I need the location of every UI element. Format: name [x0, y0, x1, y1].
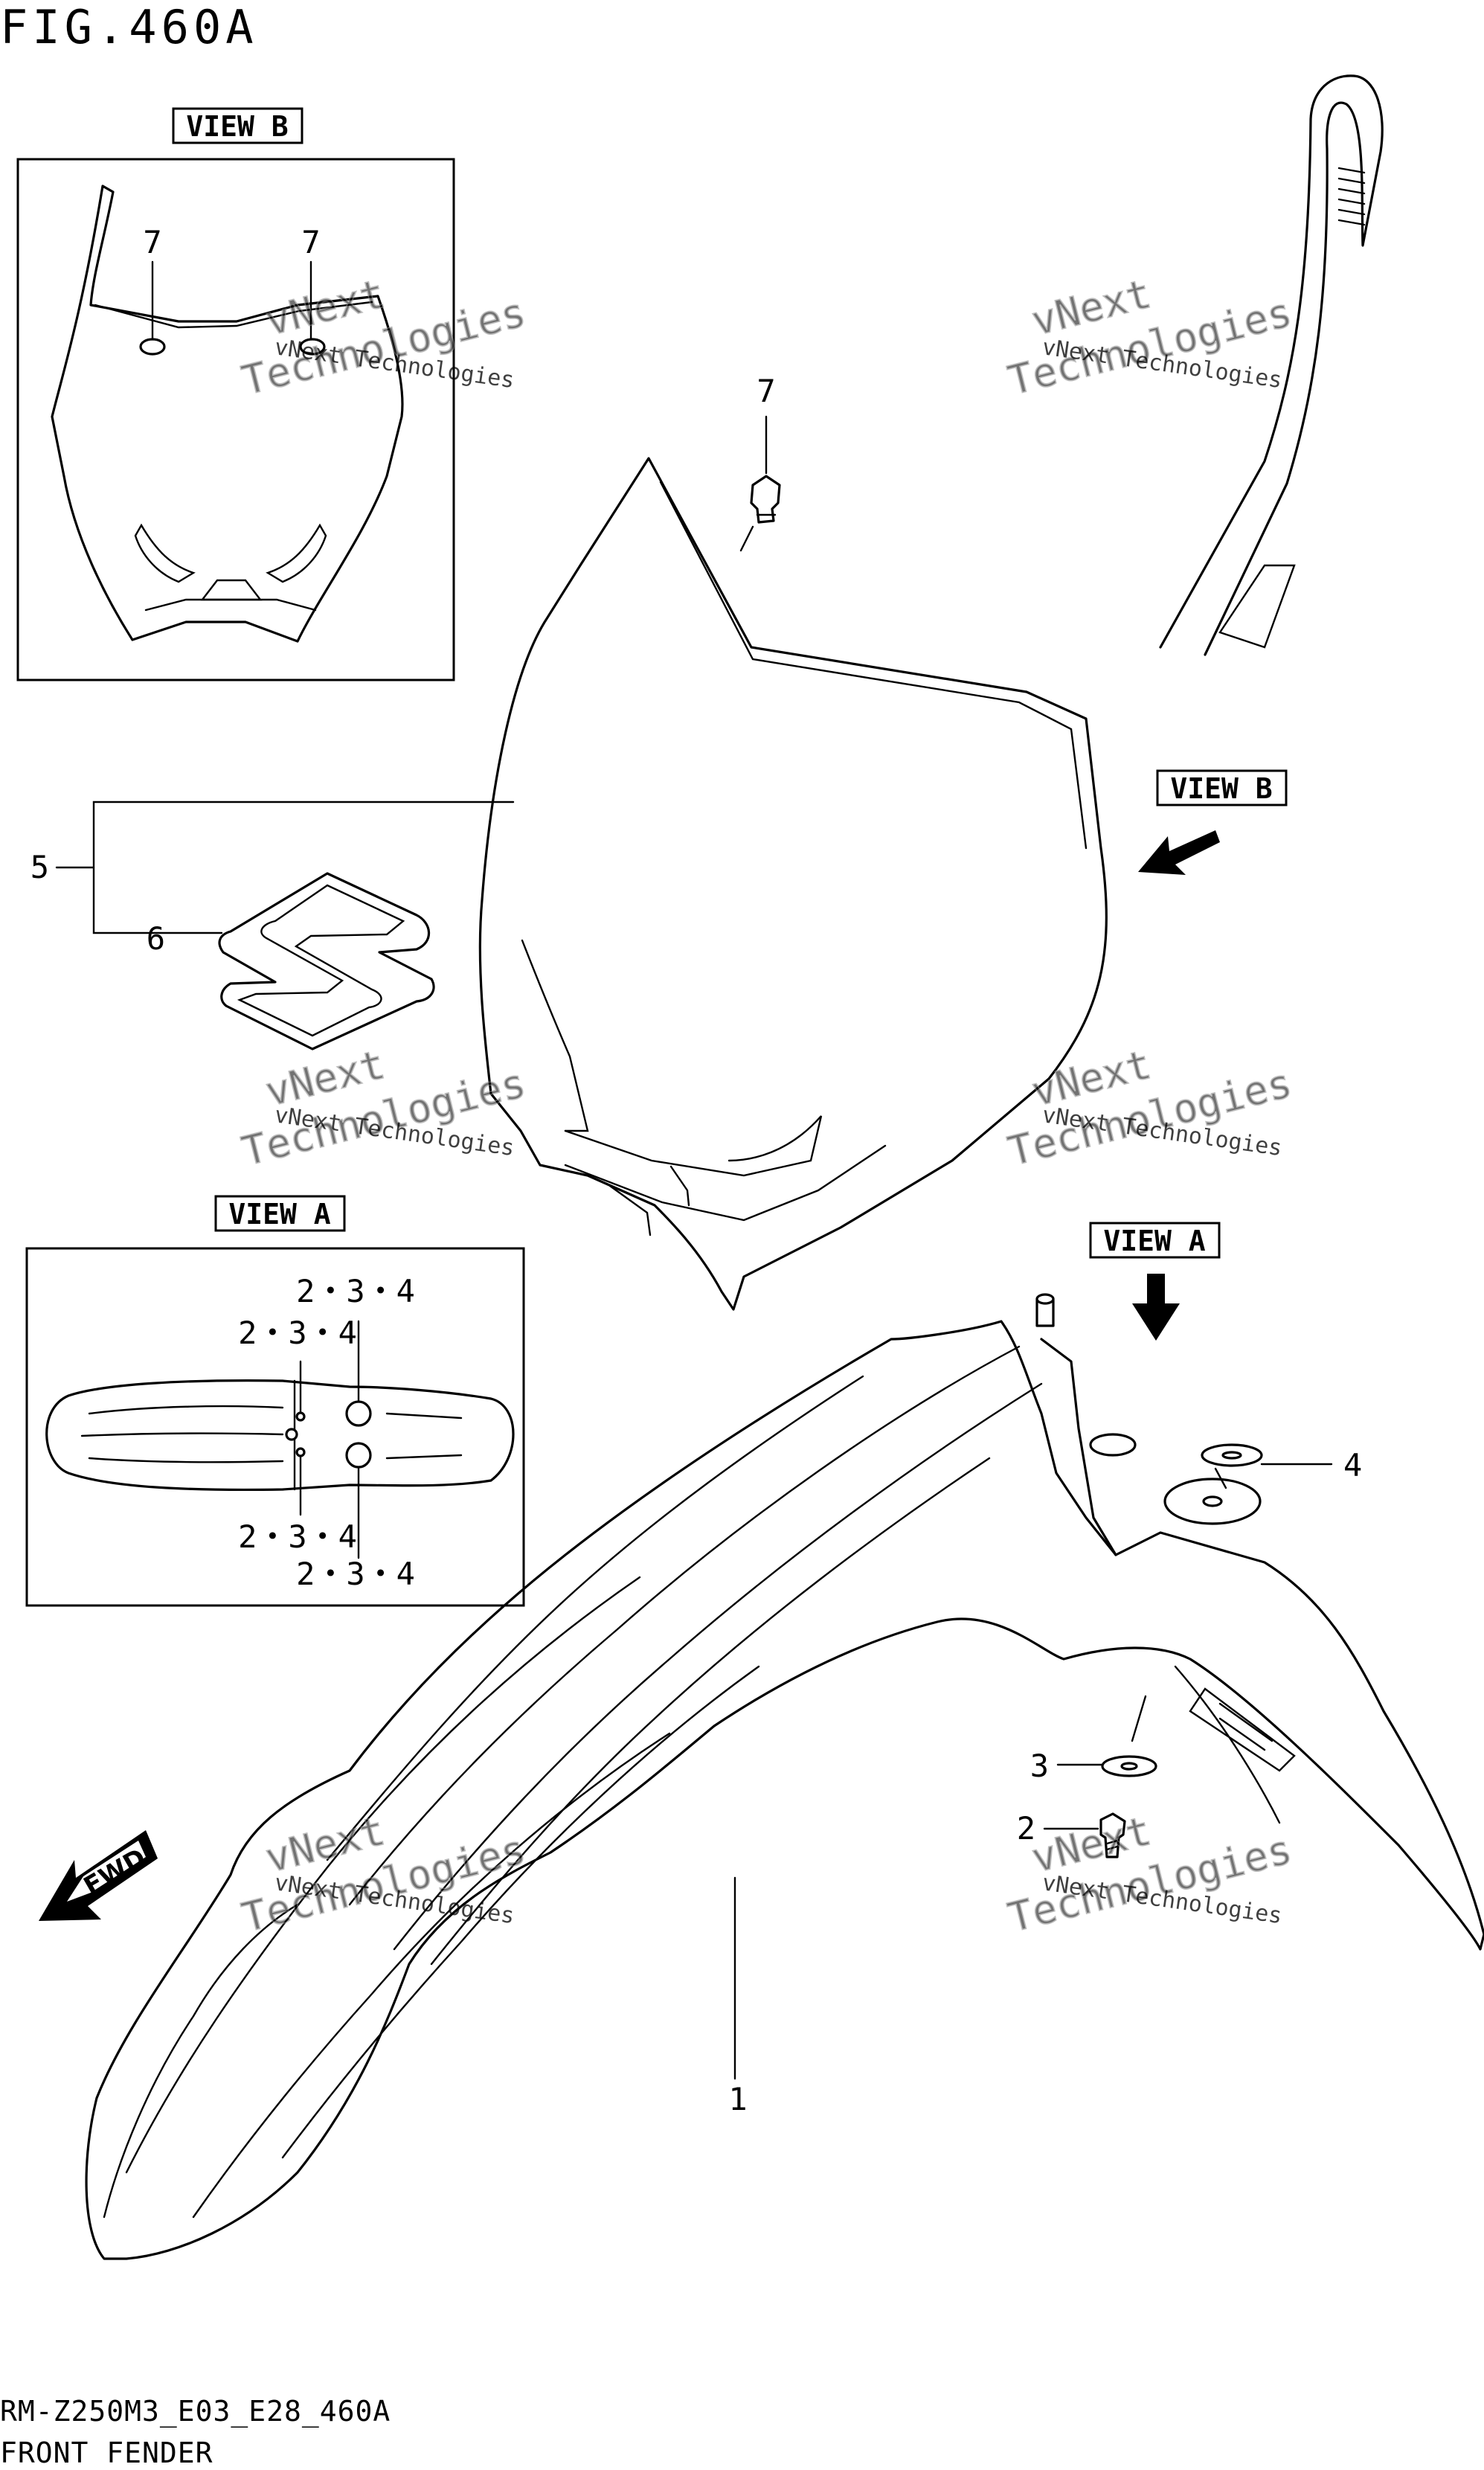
view-a-callout-bottom-left: 2・3・4	[238, 1518, 357, 1555]
emblem-inner	[237, 884, 405, 1037]
part-1-callout: 1	[728, 1876, 748, 2117]
part-4-cushion-hole	[1221, 1451, 1242, 1460]
view-b-pointer: VIEW B	[1138, 769, 1288, 875]
view-b-inset: VIEW B 7 7	[16, 107, 455, 681]
view-b-plate-inner-right	[266, 523, 327, 583]
number-plate-strap-grip	[1337, 167, 1366, 226]
view-b-callout-7-right: 7	[301, 224, 320, 260]
part-7-axis	[739, 525, 754, 552]
view-a-pointer-label: VIEW A	[1103, 1225, 1205, 1257]
front-fender	[85, 1293, 1484, 2260]
callout-5: 5	[30, 849, 49, 885]
view-a-fender-rib-1	[88, 1405, 284, 1415]
number-plate-strap-slot	[1218, 564, 1296, 649]
front-fender-tongue	[1040, 1338, 1117, 1556]
part-3-washer: 3	[1030, 1695, 1157, 1784]
front-fender-post-cap	[1035, 1293, 1055, 1305]
view-b-plate-rim	[94, 301, 373, 329]
view-a-callout-top-left: 2・3・4	[238, 1315, 357, 1351]
front-fender-vent-outer	[1189, 1687, 1296, 1772]
emblem-outer	[218, 872, 435, 1050]
view-a-cushion-lower	[345, 1442, 372, 1469]
bracket-5-6	[92, 801, 515, 934]
front-fender-rib-1	[348, 1345, 1021, 1906]
part-4-axis	[1214, 1467, 1227, 1489]
view-a-callout-bottom-right: 2・3・4	[296, 1556, 415, 1592]
part-3-washer-hole	[1120, 1762, 1138, 1771]
view-a-fender-rib-2	[80, 1432, 284, 1437]
view-b-plate-inner-left	[134, 523, 196, 583]
view-a-callout-top-right: 2・3・4	[296, 1273, 415, 1309]
view-b-plate-outline	[51, 185, 404, 643]
view-a-cushion-upper	[345, 1400, 372, 1427]
view-b-pointer-label: VIEW B	[1170, 772, 1272, 805]
view-a-bolt-hole	[285, 1428, 298, 1441]
number-plate-left-edge	[521, 939, 589, 1132]
callout-7: 7	[757, 373, 775, 409]
callout-6: 6	[147, 920, 165, 957]
view-a-frame	[25, 1247, 525, 1607]
part-4-cushion: 4	[1201, 1443, 1362, 1489]
view-b-frame	[16, 158, 455, 681]
part-2-bolt-thread	[1105, 1839, 1119, 1851]
number-plate-rim	[659, 481, 1088, 850]
view-b-nut-right	[299, 338, 326, 356]
view-a-label: VIEW A	[228, 1198, 330, 1231]
view-b-callout-7-left: 7	[143, 224, 161, 260]
number-plate-bottom-fold	[564, 1115, 823, 1177]
view-b-label-box	[172, 107, 303, 144]
view-b-nut-left	[139, 338, 166, 356]
view-a-inset: VIEW A 2・3・4 2・3・4 2・3・4 2・3・4	[25, 1195, 525, 1607]
view-a-hole-upper	[295, 1411, 306, 1422]
number-plate-strap	[1159, 74, 1384, 656]
part-3-axis	[1131, 1695, 1147, 1742]
view-a-hole-lower	[295, 1447, 306, 1457]
front-fender-boss-rear-hole	[1202, 1495, 1223, 1507]
front-fender-rib-6	[281, 1665, 760, 2159]
view-a-fender-rib-4	[385, 1412, 463, 1460]
part-2-bolt: 2	[1017, 1810, 1126, 1858]
view-b-plate-bottom	[144, 598, 317, 612]
front-fender-vent-inner	[1218, 1702, 1273, 1751]
number-plate-outline	[478, 457, 1108, 1311]
view-a-pointer: VIEW A	[1089, 1222, 1221, 1341]
front-fender-rib-4	[430, 1457, 991, 1966]
view-a-pointer-box	[1089, 1222, 1221, 1259]
front-fender-side-crease	[1174, 1665, 1281, 1824]
front-fender-boss-front	[1089, 1433, 1137, 1457]
callout-3: 3	[1030, 1748, 1049, 1784]
front-fender-rib-2	[393, 1382, 1043, 1951]
part-2-bolt-shape	[1099, 1812, 1126, 1858]
figure-title: FIG.460A	[0, 0, 258, 54]
number-plate-lower-crease	[608, 1165, 690, 1236]
view-b-pointer-box	[1156, 769, 1288, 806]
part-7-nut: 7	[739, 373, 781, 552]
section-name: FRONT FENDER	[0, 2437, 213, 2469]
callout-2: 2	[1017, 1810, 1035, 1847]
front-fender-tip-inner	[103, 1903, 299, 2219]
callout-bracket-5-6: 5 6	[30, 801, 515, 957]
view-a-fender-outline	[45, 1379, 515, 1492]
callout-1: 1	[728, 2081, 747, 2117]
front-fender-rib-7	[192, 1732, 671, 2219]
view-pointer-arrow-icon	[1138, 830, 1220, 875]
emblem-s	[218, 872, 435, 1050]
callout-4: 4	[1343, 1447, 1362, 1483]
model-code: RM-Z250M3_E03_E28_460A	[0, 2395, 391, 2428]
front-fender-rib-5	[125, 1576, 641, 2174]
number-plate-lower-lip	[564, 1144, 887, 1222]
view-a-label-box	[214, 1195, 346, 1232]
view-pointer-arrow-icon	[1132, 1274, 1180, 1341]
front-fender-rib-3	[326, 1375, 864, 1861]
fwd-badge: FWD	[39, 1830, 158, 1921]
view-b-label: VIEW B	[186, 110, 288, 143]
view-a-fender-rib-3	[88, 1457, 284, 1463]
number-plate	[478, 74, 1384, 1311]
